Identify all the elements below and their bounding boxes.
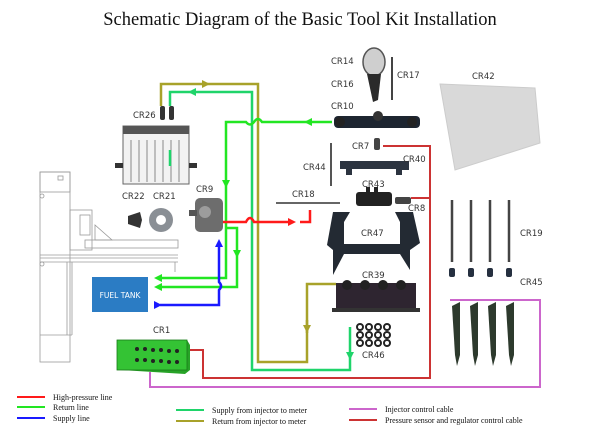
cr43-valve-icon xyxy=(356,187,392,206)
arrow-icon xyxy=(303,325,311,333)
legend-swatch xyxy=(349,419,377,421)
label-cr47: CR47 xyxy=(361,229,384,239)
legend-label: High-pressure line xyxy=(53,392,113,402)
legend-item-supply: Supply line xyxy=(17,413,90,423)
cr47-frame-icon xyxy=(327,212,420,275)
legend-swatch xyxy=(17,417,45,419)
cr46-orings-icon xyxy=(356,323,391,347)
legend-label: Supply from injector to meter xyxy=(212,405,308,415)
legend-item-sensor-cable: Pressure sensor and regulator control ca… xyxy=(349,415,523,425)
arrow-icon xyxy=(288,218,296,226)
cr1-control-box xyxy=(116,339,190,374)
label-cr9: CR9 xyxy=(196,185,213,195)
fuel-tank: FUEL TANK xyxy=(92,277,148,312)
label-cr39: CR39 xyxy=(362,271,385,281)
cr40-bracket-icon xyxy=(340,161,409,175)
label-cr42: CR42 xyxy=(472,72,495,82)
label-cr22: CR22 xyxy=(122,192,145,202)
cr22-adapter-icon xyxy=(128,212,142,228)
legend-item-return-from-injector: Return from injector to meter xyxy=(176,416,306,426)
legend-swatch xyxy=(176,409,204,411)
cr42-cover-icon xyxy=(439,83,541,171)
cr21-ring-icon xyxy=(149,208,173,232)
cr26-rack xyxy=(115,106,197,185)
sensor-cable-line xyxy=(190,145,431,379)
label-cr16: CR16 xyxy=(331,80,354,90)
arrow-icon xyxy=(346,352,354,360)
label-cr44: CR44 xyxy=(303,163,326,173)
arrow-icon xyxy=(154,283,162,291)
arrow-icon xyxy=(154,274,162,282)
cr39-block-icon xyxy=(332,280,420,312)
arrow-icon xyxy=(304,118,312,126)
legend-label: Return line xyxy=(53,402,89,412)
arrow-icon xyxy=(154,301,162,309)
cr26-nozzle-right-icon xyxy=(169,106,174,120)
test-bench-outline xyxy=(39,171,179,363)
legend-label: Pressure sensor and regulator control ca… xyxy=(385,415,523,425)
legend-label: Injector control cable xyxy=(385,404,454,414)
cr10-rail-icon xyxy=(334,111,420,128)
high-pressure-line xyxy=(223,210,312,224)
label-cr14: CR14 xyxy=(331,57,354,67)
cr8-regulator-icon xyxy=(395,197,411,204)
legend-swatch xyxy=(176,420,204,422)
supply-line xyxy=(160,245,223,307)
legend-swatch xyxy=(17,396,45,398)
label-cr10: CR10 xyxy=(331,102,354,112)
legend-item-high-pressure: High-pressure line xyxy=(17,392,112,402)
label-cr18: CR18 xyxy=(292,190,315,200)
cr19-rods-icon xyxy=(450,200,511,262)
legend-swatch xyxy=(17,406,45,408)
label-cr21: CR21 xyxy=(153,192,176,202)
legend-swatch xyxy=(349,408,377,410)
legend-label: Return from injector to meter xyxy=(212,416,307,426)
label-cr8: CR8 xyxy=(408,204,425,214)
supply-from-injector-line xyxy=(168,90,352,372)
label-cr40: CR40 xyxy=(403,155,426,165)
injector-cable-line xyxy=(149,299,541,388)
arrow-icon xyxy=(202,80,210,88)
fuel-tank-label: FUEL TANK xyxy=(100,291,142,300)
arrow-icon xyxy=(233,250,241,258)
cr45-nozzles-icon xyxy=(449,268,512,277)
component-labels: CR26 CR22 CR21 CR9 CR1 CR14 CR16 CR17 CR… xyxy=(122,57,543,361)
arrow-icon xyxy=(215,239,223,247)
legend-item-return: Return line xyxy=(17,402,89,412)
label-cr17: CR17 xyxy=(397,71,420,81)
label-cr46: CR46 xyxy=(362,351,385,361)
label-cr45: CR45 xyxy=(520,278,543,288)
diagram-title: Schematic Diagram of the Basic Tool Kit … xyxy=(103,10,497,30)
legend-item-supply-from-injector: Supply from injector to meter xyxy=(176,405,307,415)
cr9-pump-icon xyxy=(189,198,223,232)
legend-label: Supply line xyxy=(53,413,90,423)
label-cr19: CR19 xyxy=(520,229,543,239)
cr7-sensor-icon xyxy=(374,138,380,150)
cr26-nozzle-left-icon xyxy=(160,106,165,120)
legend-item-injector-cable: Injector control cable xyxy=(349,404,453,414)
arrow-icon xyxy=(188,88,196,96)
cr14-pressure-gauge-icon xyxy=(362,47,386,102)
arrow-icon xyxy=(222,180,230,188)
injectors-icon xyxy=(452,302,514,366)
label-cr43: CR43 xyxy=(362,180,385,190)
label-cr26: CR26 xyxy=(133,111,156,121)
label-cr1: CR1 xyxy=(153,326,170,336)
label-cr7: CR7 xyxy=(352,142,369,152)
